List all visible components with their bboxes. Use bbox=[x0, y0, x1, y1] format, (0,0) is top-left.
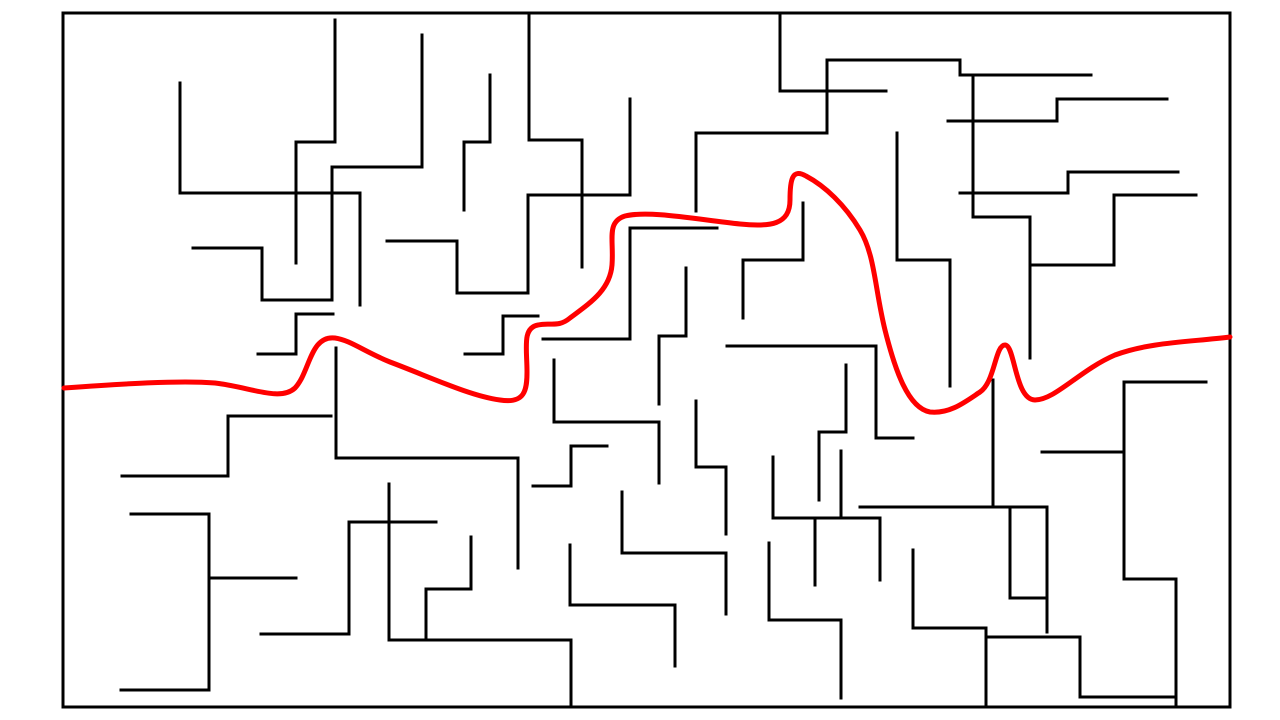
solution-path bbox=[61, 171, 1233, 415]
maze-wall bbox=[694, 399, 728, 536]
maze-wall bbox=[294, 18, 337, 265]
maze-border bbox=[61, 11, 1232, 709]
maze-wall bbox=[527, 11, 584, 269]
maze-wall bbox=[1122, 450, 1178, 709]
maze-wall bbox=[984, 635, 1177, 699]
maze-wall bbox=[778, 11, 888, 93]
maze-wall bbox=[958, 170, 1180, 195]
maze-wall bbox=[256, 312, 335, 356]
maze-wall bbox=[1030, 193, 1198, 267]
maze-wall bbox=[895, 131, 952, 388]
maze-wall bbox=[119, 512, 211, 692]
maze-wall bbox=[424, 535, 473, 642]
maze-wall bbox=[178, 81, 362, 307]
maze-wall bbox=[694, 58, 1093, 213]
maze-wall bbox=[259, 520, 438, 636]
maze-wall bbox=[463, 314, 540, 356]
maze-wall bbox=[620, 490, 728, 616]
maze-wall bbox=[334, 346, 520, 570]
maze-wall bbox=[971, 73, 1032, 360]
maze-wall bbox=[1040, 380, 1208, 454]
maze-wall bbox=[568, 543, 677, 668]
maze-wall bbox=[1008, 505, 1049, 600]
maze-wall bbox=[387, 482, 573, 709]
maze-wall bbox=[541, 226, 719, 341]
maze-wall bbox=[531, 444, 609, 488]
maze-wall bbox=[552, 358, 661, 485]
maze-wall bbox=[657, 266, 688, 406]
maze-wall bbox=[120, 414, 333, 478]
maze-wall bbox=[911, 548, 988, 709]
maze-wall bbox=[385, 97, 632, 295]
maze-wall bbox=[771, 455, 882, 582]
maze-wall bbox=[858, 505, 1049, 634]
maze-wall bbox=[767, 541, 843, 700]
maze-wall bbox=[817, 363, 848, 502]
maze-wall bbox=[946, 97, 1169, 123]
maze-wall bbox=[725, 344, 915, 440]
maze-walls bbox=[61, 11, 1232, 709]
maze-wall bbox=[191, 33, 424, 302]
maze-wall bbox=[462, 73, 492, 212]
maze-wall bbox=[741, 201, 805, 320]
